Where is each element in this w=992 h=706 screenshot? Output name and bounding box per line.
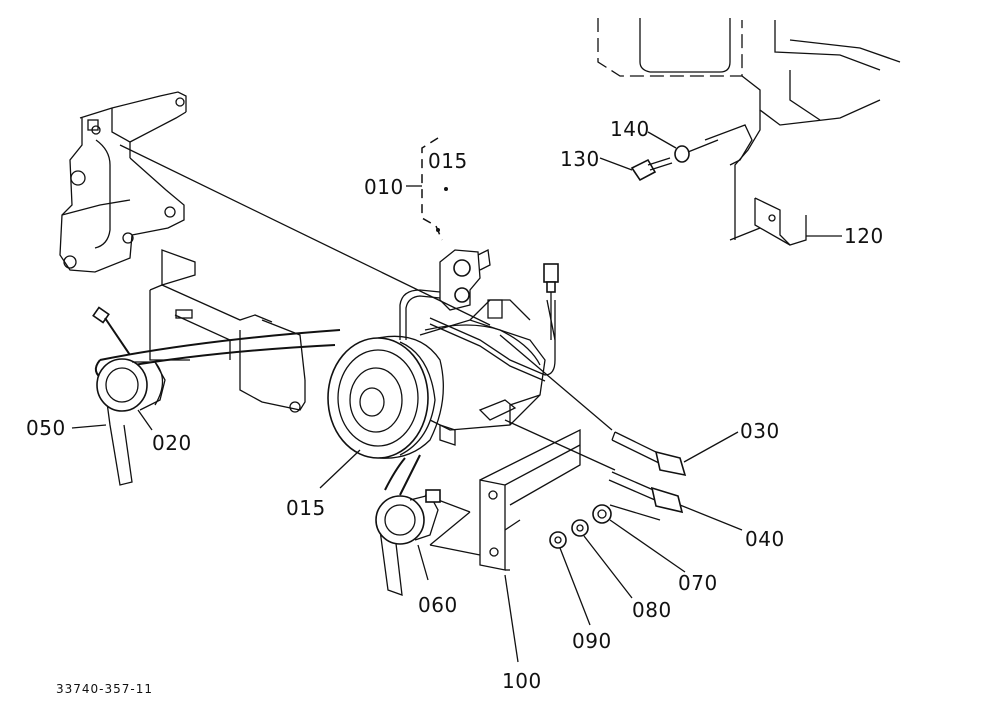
diagram-id: 33740-357-11 bbox=[56, 682, 153, 696]
washer-140 bbox=[674, 145, 690, 163]
mounting-bracket-left bbox=[59, 91, 187, 273]
compressor-015 bbox=[327, 249, 559, 459]
label-140: 140 bbox=[610, 117, 650, 141]
label-050: 050 bbox=[26, 416, 66, 440]
spring-washer-080 bbox=[571, 519, 589, 537]
label-040: 040 bbox=[745, 527, 785, 551]
label-100: 100 bbox=[502, 669, 542, 693]
nut-070 bbox=[592, 504, 612, 524]
label-080: 080 bbox=[632, 598, 672, 622]
label-010: 010 bbox=[364, 175, 404, 199]
v-belt-060 bbox=[379, 454, 421, 596]
label-120: 120 bbox=[844, 224, 884, 248]
label-020: 020 bbox=[152, 431, 192, 455]
bracket-100 bbox=[479, 428, 581, 571]
label-070: 070 bbox=[678, 571, 718, 595]
bolt-130 bbox=[630, 157, 673, 182]
plate-120 bbox=[729, 197, 807, 246]
frame-structure bbox=[597, 18, 901, 240]
group-010-bracket bbox=[421, 137, 448, 241]
leader-lines bbox=[71, 131, 842, 663]
label-015-top: 015 bbox=[428, 149, 468, 173]
washer-090 bbox=[549, 531, 567, 549]
label-130: 130 bbox=[560, 147, 600, 171]
label-030: 030 bbox=[740, 419, 780, 443]
label-015-bottom: 015 bbox=[286, 496, 326, 520]
label-090: 090 bbox=[572, 629, 612, 653]
tension-pulley-060 bbox=[375, 489, 441, 545]
label-060: 060 bbox=[418, 593, 458, 617]
idler-pulley-020 bbox=[92, 306, 166, 412]
bolt-040 bbox=[608, 471, 684, 514]
mounting-bracket-lower bbox=[149, 249, 306, 413]
bolt-030 bbox=[611, 431, 687, 477]
